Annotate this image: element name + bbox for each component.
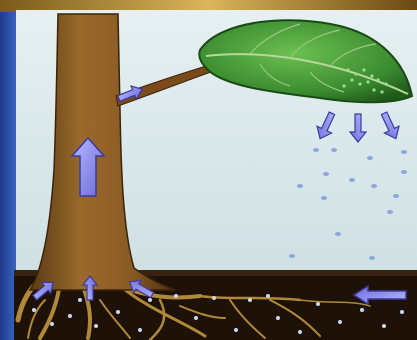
water-cycle-diagram bbox=[0, 0, 417, 340]
